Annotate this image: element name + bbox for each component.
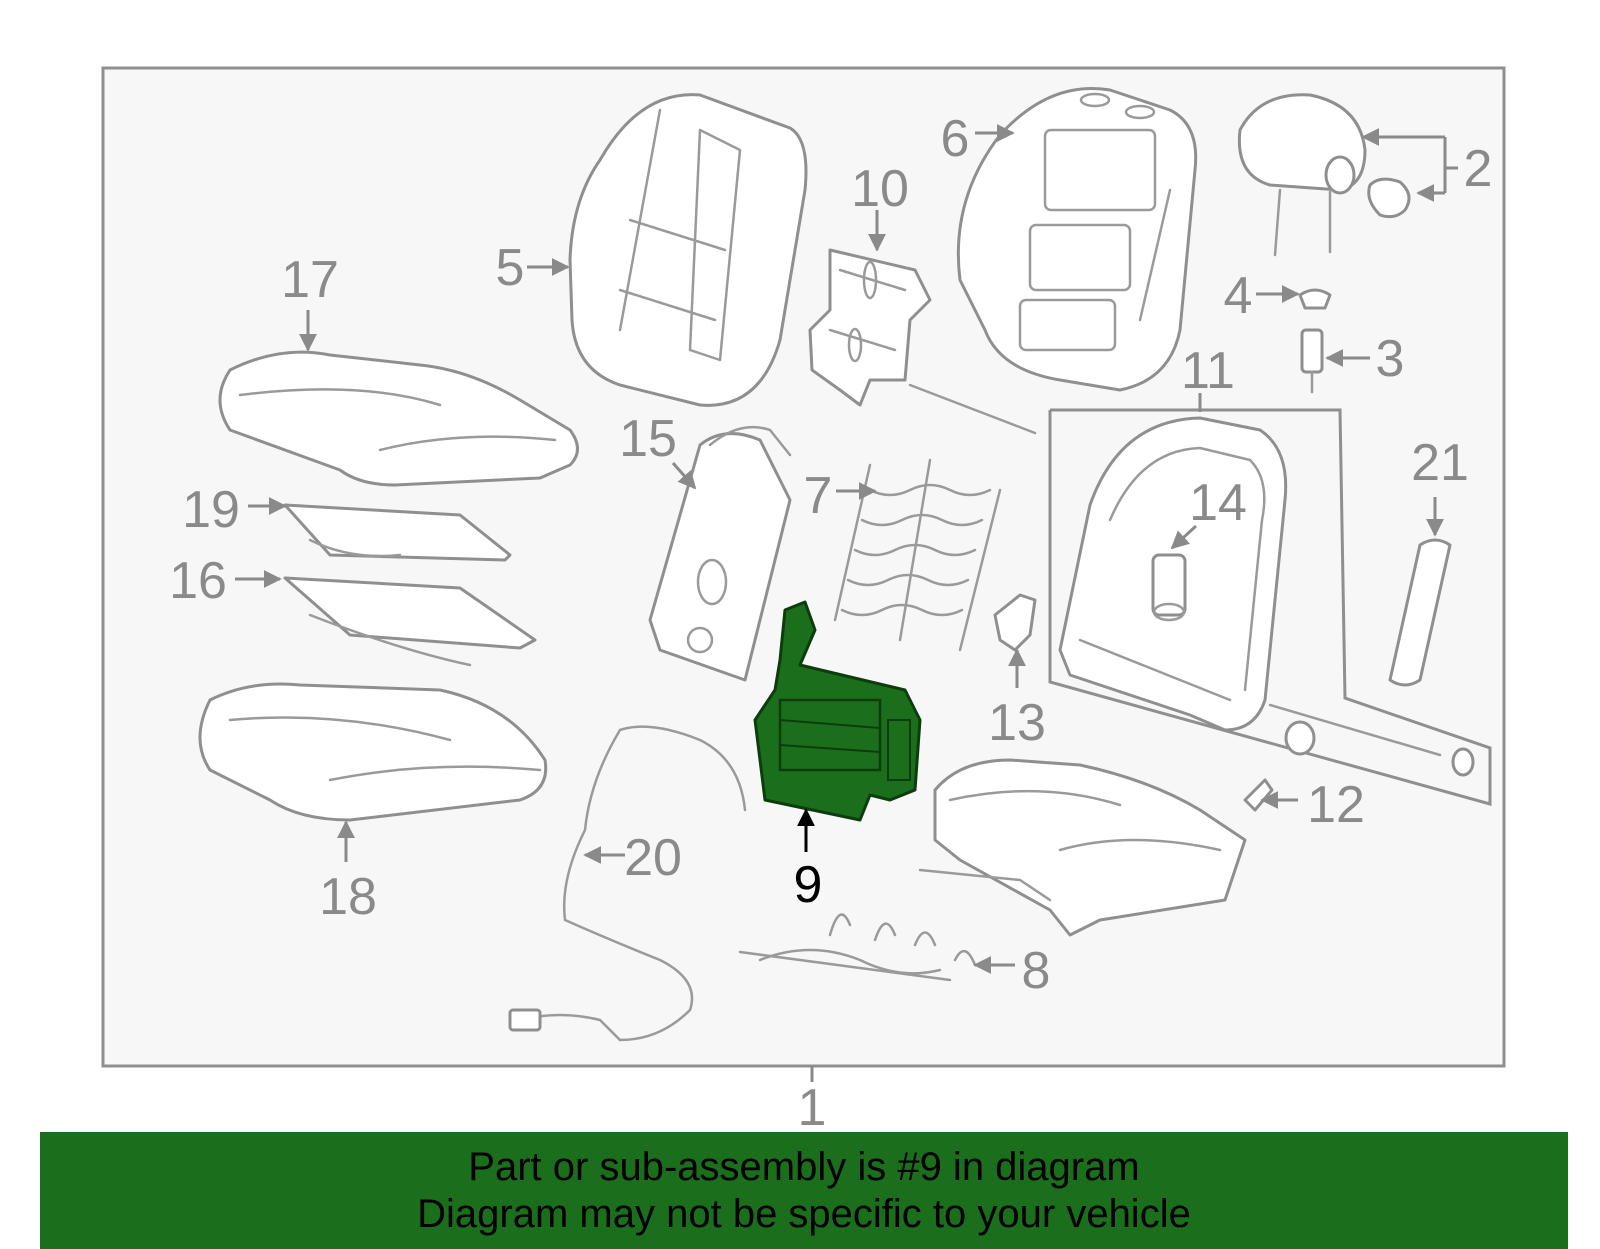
banner-line-2: Diagram may not be specific to your vehi… <box>417 1192 1191 1236</box>
callout-18: 18 <box>319 868 377 926</box>
part-8-lower-harness[interactable] <box>738 913 977 982</box>
banner-line-1: Part or sub-assembly is #9 in diagram <box>468 1145 1140 1189</box>
callout-5: 5 <box>496 239 525 297</box>
part-19-heater-mat[interactable] <box>283 503 512 562</box>
part-9-module[interactable] <box>753 600 922 822</box>
callout-14: 14 <box>1189 474 1247 532</box>
part-18-cushion-pad[interactable] <box>198 682 548 822</box>
callout-8: 8 <box>1022 942 1051 1000</box>
part-12-clip[interactable] <box>1243 778 1274 812</box>
part-5-seat-back-cover[interactable] <box>568 93 808 407</box>
info-banner: Part or sub-assembly is #9 in diagram Di… <box>40 1132 1568 1249</box>
part-16-heater-mat[interactable] <box>283 576 537 667</box>
part-10-lumbar-bracket[interactable] <box>808 248 932 407</box>
support-rod <box>908 383 1037 435</box>
part-3-guide[interactable] <box>1300 328 1324 394</box>
callout-10: 10 <box>851 160 909 218</box>
callout-1: 1 <box>798 1079 827 1137</box>
callout-20: 20 <box>624 829 682 887</box>
pivot-bushing <box>1284 720 1316 756</box>
callout-15: 15 <box>619 410 677 468</box>
part-2-headrest[interactable] <box>1237 93 1411 257</box>
pivot-rod <box>1268 703 1442 757</box>
part-13-bracket[interactable] <box>993 593 1037 652</box>
subassembly-11-frame <box>1048 408 1492 806</box>
callout-6: 6 <box>941 110 970 168</box>
callout-12: 12 <box>1307 776 1365 834</box>
part-4-plug[interactable] <box>1298 288 1332 310</box>
leader-14 <box>1170 524 1198 550</box>
part-6-seat-back-pad[interactable] <box>956 86 1198 392</box>
seat-cushion-frame[interactable] <box>918 758 1247 937</box>
callout-13: 13 <box>988 694 1046 752</box>
callout-3: 3 <box>1376 330 1405 388</box>
callout-11: 11 <box>1181 342 1235 400</box>
callout-2: 2 <box>1464 140 1493 198</box>
part-21-side-trim[interactable] <box>1388 538 1452 687</box>
callout-21: 21 <box>1411 434 1469 492</box>
callout-4: 4 <box>1224 267 1253 325</box>
part-14-motor[interactable] <box>1151 553 1187 622</box>
part-15-back-panel[interactable] <box>648 425 792 682</box>
part-17-cushion-cover[interactable] <box>218 350 579 487</box>
callout-9: 9 <box>794 856 823 914</box>
callout-16: 16 <box>169 552 227 610</box>
pivot-washer <box>1451 747 1475 777</box>
part-20-wire-harness[interactable] <box>508 725 747 1042</box>
leader-15 <box>671 462 697 490</box>
callout-7: 7 <box>804 467 833 525</box>
callout-17: 17 <box>281 251 339 309</box>
callout-19: 19 <box>182 481 240 539</box>
assembly-frame <box>101 66 1506 1068</box>
